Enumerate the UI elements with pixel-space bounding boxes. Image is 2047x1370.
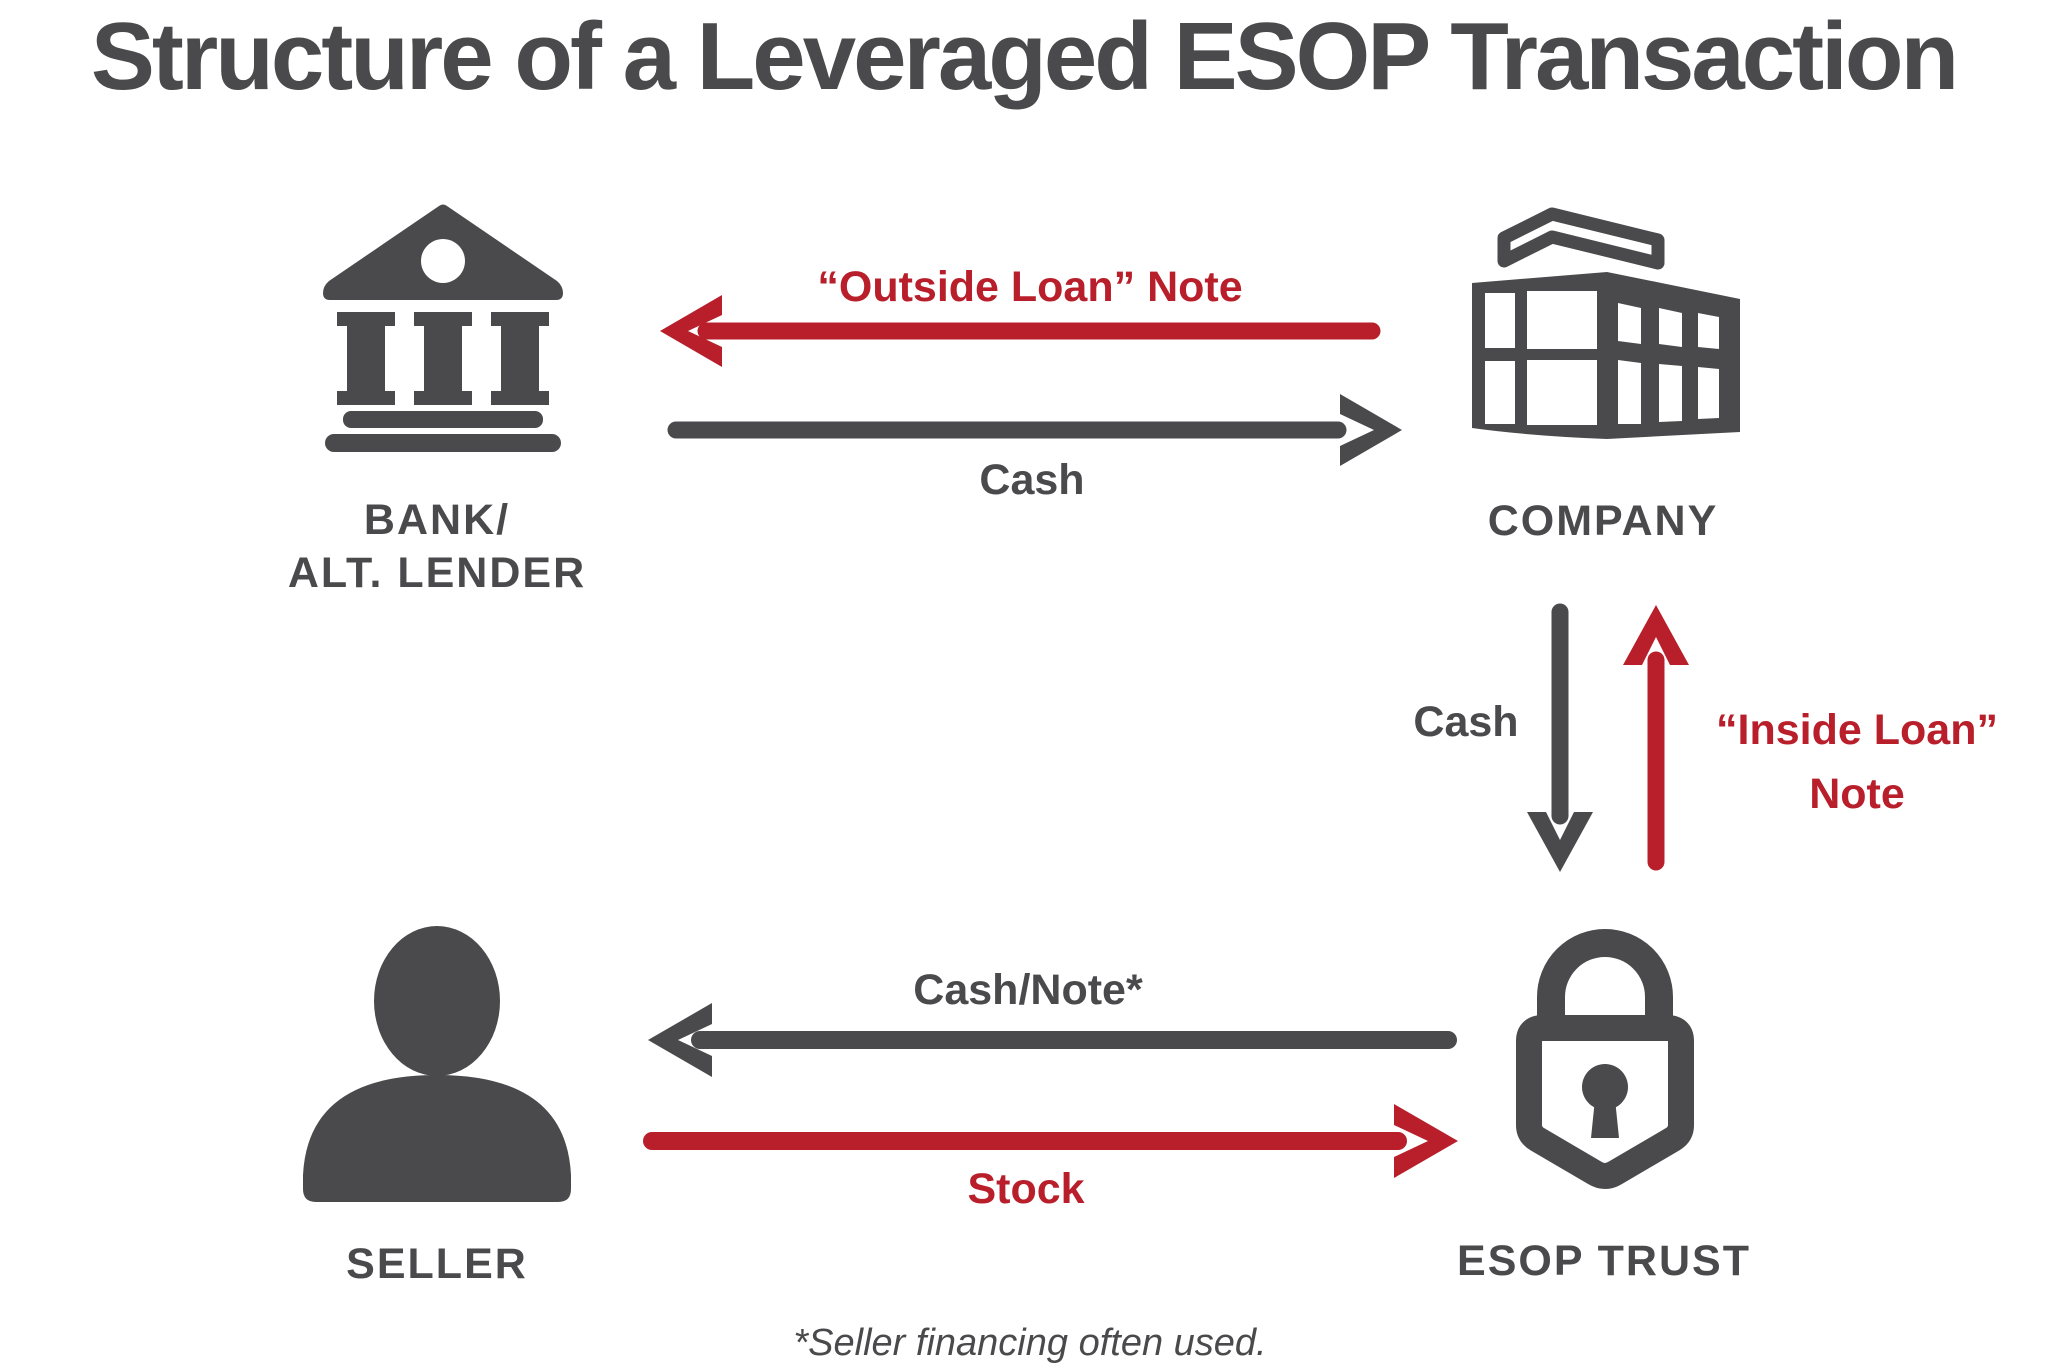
arrow-cash-middle [1527, 603, 1593, 872]
outside-loan-note-label: “Outside Loan” Note [817, 263, 1243, 311]
inside-loan-label-line1: “Inside Loan” [1716, 706, 1998, 754]
seller-label: SELLER [346, 1240, 528, 1288]
arrow-cash-top [667, 394, 1402, 466]
cash-note-label: Cash/Note* [913, 966, 1143, 1014]
page-title: Structure of a Leveraged ESOP Transactio… [90, 3, 1959, 110]
person-icon [303, 926, 571, 1202]
padlock-icon [1516, 929, 1694, 1189]
arrow-cash-note [648, 1003, 1457, 1077]
office-building-icon [1472, 207, 1740, 439]
company-label: COMPANY [1487, 497, 1719, 545]
cash-middle-label: Cash [1413, 698, 1519, 746]
arrow-outside-loan-note [660, 295, 1381, 367]
esop-trust-label: ESOP TRUST [1457, 1237, 1751, 1285]
bank-label: BANK/ ALT. LENDER [288, 494, 586, 600]
arrow-stock [643, 1104, 1458, 1178]
arrow-inside-loan-note [1623, 605, 1689, 871]
bank-icon [323, 204, 563, 452]
cash-top-label: Cash [979, 456, 1085, 504]
footnote: *Seller financing often used. [793, 1322, 1267, 1364]
bank-label-line1: BANK/ [363, 496, 511, 544]
inside-loan-note-label: “Inside Loan” Note [1716, 698, 1998, 826]
inside-loan-label-line2: Note [1809, 770, 1905, 818]
bank-label-line2: ALT. LENDER [287, 549, 587, 597]
stock-label: Stock [967, 1165, 1085, 1213]
